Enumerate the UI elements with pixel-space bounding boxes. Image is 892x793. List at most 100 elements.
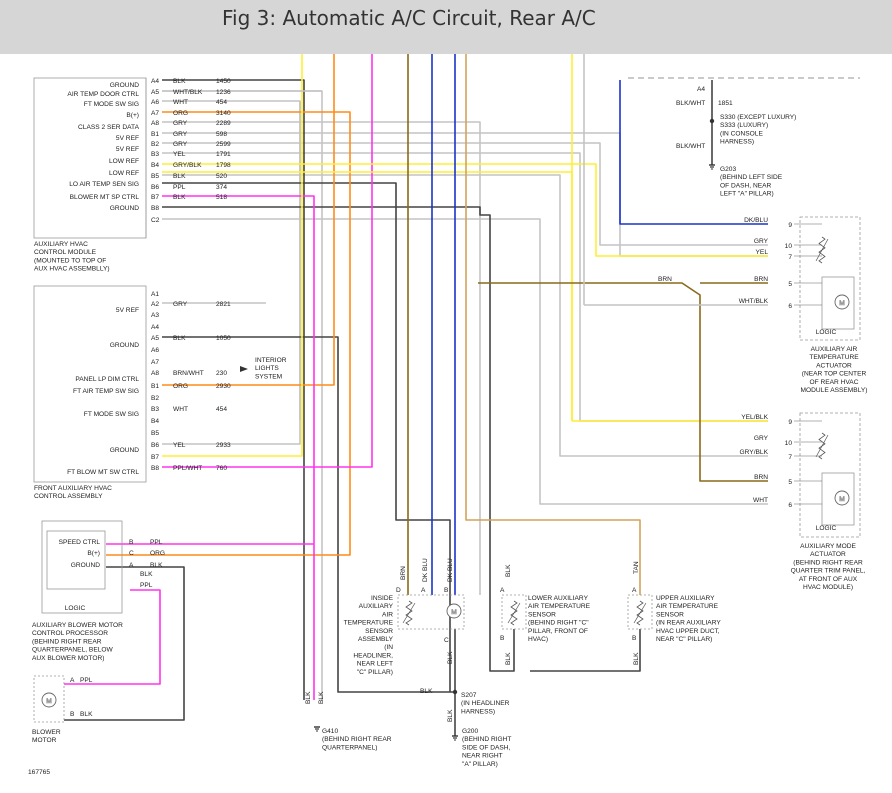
splice-text: S333 (LUXURY) — [720, 122, 768, 129]
figure-number: 167765 — [28, 769, 50, 776]
blower-mid-wire-color: BLK — [140, 571, 153, 578]
ground-g203-text: (BEHIND LEFT SIDE — [720, 174, 783, 181]
aux-pin-number: B2 — [151, 141, 159, 148]
aux-pin-number: A7 — [151, 110, 159, 117]
inside-sensor-pin: B — [444, 587, 449, 594]
wire-blk-blower-ground — [64, 566, 185, 721]
g410-label: G410 — [322, 728, 338, 735]
aux-pin-label: LOW REF — [109, 170, 139, 177]
air-temp-actuator-box — [799, 216, 861, 341]
blower-ctrl-wire-color: BLK — [150, 562, 163, 569]
front-circuit-number: 1050 — [216, 335, 231, 342]
aux-pin-number: B8 — [151, 205, 159, 212]
front-pin-number: B6 — [151, 442, 159, 449]
aux-wire-color: PPL — [173, 184, 186, 191]
front-pin-label: 5V REF — [116, 307, 139, 314]
air-actuator-wire-color: BRN — [754, 276, 768, 283]
lower-sensor-pin: A — [500, 587, 505, 594]
blower-ctrl-caption: (BEHIND RIGHT REAR — [32, 638, 102, 645]
aux-circuit-number: 454 — [216, 99, 227, 106]
logic-label: LOGIC — [65, 605, 86, 612]
front-pin-number: A5 — [151, 335, 159, 342]
blower-ctrl-pin: A — [129, 562, 134, 569]
front-pin-number: B5 — [151, 430, 159, 437]
g410-wire-color: BLK — [305, 691, 312, 704]
front-pin-number: B1 — [151, 383, 159, 390]
inside-sensor-pin: D — [396, 587, 401, 594]
interior-lights-label: SYSTEM — [255, 373, 282, 380]
ground-g410-icon — [314, 726, 320, 732]
mode-actuator-wire-color: YEL/BLK — [741, 414, 768, 421]
wire-low-ref — [162, 152, 768, 422]
wire-yel-1791 — [162, 163, 768, 257]
wire-gry-2599 — [162, 142, 768, 246]
wire-blk-upper — [530, 629, 641, 672]
blower-ctrl-wire-color: ORG — [150, 550, 165, 557]
front-pin-label: FT MODE SW SIG — [84, 411, 139, 418]
motor-circle — [834, 490, 850, 506]
splice-text: (IN CONSOLE — [720, 130, 763, 137]
aux-pin-label: LOW REF — [109, 158, 139, 165]
inside-sensor-caption: TEMPERATURE — [344, 620, 394, 627]
front-wire-color: WHT — [173, 406, 188, 413]
blower-motor-box — [33, 675, 65, 723]
air-actuator-caption: (NEAR TOP CENTER — [802, 371, 867, 378]
air-actuator-wire-color: WHT/BLK — [739, 298, 769, 305]
aux-circuit-number: 1798 — [216, 162, 231, 169]
g200-label: (BEHIND RIGHT — [462, 736, 511, 743]
wire-blk-518 — [162, 206, 515, 672]
front-wire-color: ORG — [173, 383, 188, 390]
mode-actuator-pin: 10 — [785, 440, 793, 447]
blower-ctrl-caption: AUXILIARY BLOWER MOTOR — [32, 622, 123, 629]
g410-label: QUARTERPANEL) — [322, 744, 377, 751]
aux-circuit-number: 2289 — [216, 120, 231, 127]
aux-pin-label: GROUND — [110, 205, 140, 212]
motor-letter: M — [839, 300, 845, 307]
front-pin-number: A6 — [151, 347, 159, 354]
upper-sensor-wire-color: TAN — [633, 561, 640, 574]
air-actuator-wire-color: YEL — [756, 249, 769, 256]
mode-actuator-logic-label: LOGIC — [816, 525, 837, 532]
inside-sensor-caption: (IN — [384, 644, 393, 651]
thermistor-arrow — [402, 602, 416, 624]
blower-ctrl-pin: B — [129, 539, 134, 546]
blower-control-outer-box — [41, 520, 123, 614]
blower-ctrl-caption: QUARTERPANEL, BELOW — [32, 647, 114, 654]
wires — [64, 54, 768, 736]
front-aux-hvac-box — [33, 285, 147, 483]
motor-circle — [446, 603, 462, 619]
front-pin-label: FT AIR TEMP SW SIG — [73, 388, 139, 395]
blower-motor-wire-color: PPL — [80, 677, 93, 684]
air-actuator-caption: AUXILIARY AIR — [811, 346, 858, 353]
blower-motor-wire-color: BLK — [80, 711, 93, 718]
splice-s330 — [709, 118, 715, 124]
wire-dk-blu-actuator — [619, 80, 768, 225]
aux-pin-label: LO AIR TEMP SEN SIG — [69, 181, 139, 188]
mode-actuator-caption: QUARTER TRIM PANEL, — [791, 568, 866, 575]
aux-pin-number: C2 — [151, 217, 160, 224]
mode-actuator-motor-icon: M — [834, 490, 850, 506]
air-actuator-caption: OF REAR HVAC — [810, 379, 859, 386]
aux-circuit-number: 2599 — [216, 141, 231, 148]
s207-label: HARNESS) — [461, 708, 495, 715]
aux-pin-label: AIR TEMP DOOR CTRL — [67, 91, 139, 98]
wire-blk-1450 — [162, 79, 305, 700]
aux-wire-color: YEL — [173, 151, 186, 158]
mode-actuator-wire-color: GRY — [754, 435, 769, 442]
aux-pin-label: FT MODE SW SIG — [84, 101, 139, 108]
front-circuit-number: 2821 — [216, 301, 231, 308]
aux-circuit-number: 1791 — [216, 151, 231, 158]
s207-label: (IN HEADLINER — [461, 700, 510, 707]
upper-sensor-caption: SENSOR — [656, 611, 684, 618]
aux-wire-color: WHT/BLK — [173, 89, 203, 96]
air-actuator-caption: TEMPERATURE — [809, 354, 859, 361]
brn-wire-label: BRN — [658, 276, 672, 283]
mode-actuator-wire-color: BRN — [754, 474, 768, 481]
air-actuator-logic-label: LOGIC — [816, 329, 837, 336]
thermistor-arrow — [507, 602, 521, 624]
blower-control-inner-box — [46, 530, 106, 590]
aux-pin-number: A8 — [151, 120, 159, 127]
aux-wire-color: GRY/BLK — [173, 162, 202, 169]
g200-label: SIDE OF DASH, — [462, 744, 511, 751]
front-wire-color: BLK — [173, 335, 186, 342]
